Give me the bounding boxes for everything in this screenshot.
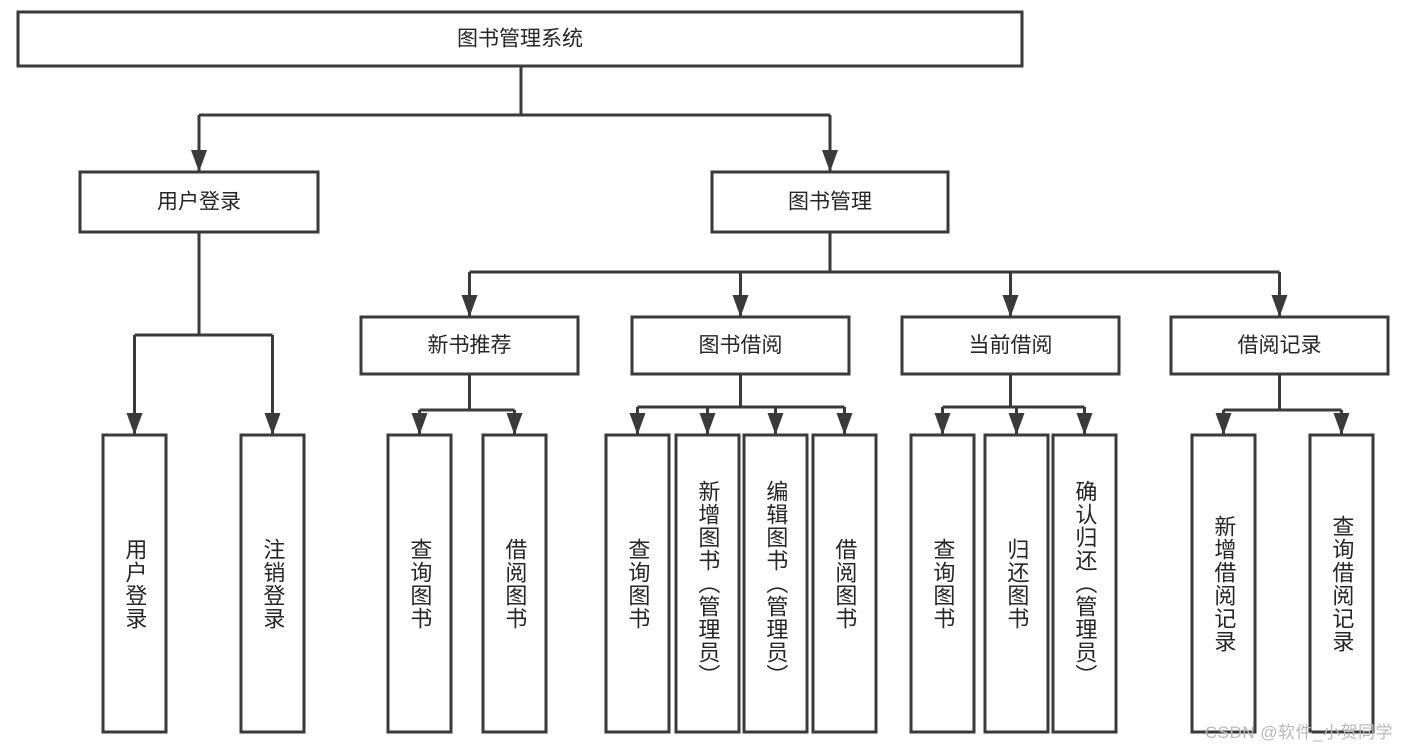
node-book-manage[interactable]: 图书管理	[710, 170, 950, 234]
node-box-book-borrow	[630, 315, 851, 376]
node-label-root: 图书管理系统	[457, 28, 583, 51]
node-current-borrow[interactable]: 当前借阅	[900, 315, 1121, 376]
node-leaf-query-record[interactable]	[1308, 433, 1375, 734]
node-box-leaf-return-book	[983, 433, 1050, 734]
node-box-leaf-borrow-book-2	[811, 433, 878, 734]
node-root[interactable]: 图书管理系统	[16, 10, 1024, 68]
arrow-head-icon	[1215, 413, 1232, 435]
node-label-borrow-record: 借阅记录	[1238, 334, 1322, 357]
arrow-head-icon	[1333, 413, 1350, 435]
node-leaf-query-book-3[interactable]	[909, 433, 976, 734]
node-label-book-borrow: 图书借阅	[699, 334, 783, 357]
node-box-book-manage	[710, 170, 950, 234]
arrow-head-icon	[629, 413, 646, 435]
arrow-head-icon	[732, 295, 749, 317]
node-box-leaf-add-book	[674, 433, 741, 734]
node-box-root	[16, 10, 1024, 68]
node-leaf-query-book-2[interactable]	[604, 433, 671, 734]
node-leaf-user-logout[interactable]	[239, 433, 306, 734]
node-box-current-borrow	[900, 315, 1121, 376]
node-label-current-borrow: 当前借阅	[969, 334, 1053, 357]
node-box-leaf-borrow-book-1	[481, 433, 548, 734]
node-leaf-return-book[interactable]	[983, 433, 1050, 734]
node-box-leaf-edit-book	[742, 433, 809, 734]
node-leaf-query-book-1[interactable]	[386, 433, 453, 734]
arrow-head-icon	[461, 295, 478, 317]
node-leaf-borrow-book-1[interactable]	[481, 433, 548, 734]
node-box-leaf-query-book-3	[909, 433, 976, 734]
arrow-head-icon	[126, 413, 143, 435]
node-borrow-record[interactable]: 借阅记录	[1169, 315, 1390, 376]
node-leaf-add-record[interactable]	[1190, 433, 1257, 734]
node-user-login[interactable]: 用户登录	[78, 170, 320, 234]
node-box-leaf-query-book-1	[386, 433, 453, 734]
arrow-head-icon	[506, 413, 523, 435]
arrow-head-icon	[836, 413, 853, 435]
watermark-label: CSDN @软件_小贺同学	[1204, 723, 1393, 742]
arrow-head-icon	[264, 413, 281, 435]
arrow-head-icon	[699, 413, 716, 435]
node-box-new-book-recommend	[359, 315, 580, 376]
arrow-head-icon	[1008, 413, 1025, 435]
node-label-book-manage: 图书管理	[788, 191, 872, 214]
node-box-leaf-query-book-2	[604, 433, 671, 734]
arrow-head-icon	[767, 413, 784, 435]
node-box-leaf-query-record	[1308, 433, 1375, 734]
arrow-head-icon	[191, 150, 207, 172]
node-book-borrow[interactable]: 图书借阅	[630, 315, 851, 376]
node-label-user-login: 用户登录	[157, 191, 241, 214]
arrow-head-icon	[934, 413, 951, 435]
arrow-head-icon	[1271, 295, 1288, 317]
node-new-book-recommend[interactable]: 新书推荐	[359, 315, 580, 376]
arrow-head-icon	[822, 150, 838, 172]
node-box-leaf-confirm-return	[1051, 433, 1118, 734]
node-box-borrow-record	[1169, 315, 1390, 376]
node-leaf-confirm-return[interactable]	[1051, 433, 1118, 734]
node-box-leaf-add-record	[1190, 433, 1257, 734]
arrow-head-icon	[1076, 413, 1093, 435]
node-box-leaf-user-login	[101, 433, 168, 734]
node-leaf-user-login[interactable]	[101, 433, 168, 734]
node-leaf-borrow-book-2[interactable]	[811, 433, 878, 734]
arrow-head-icon	[411, 413, 428, 435]
arrow-head-icon	[1002, 295, 1019, 317]
node-label-new-book-recommend: 新书推荐	[428, 334, 512, 357]
node-leaf-edit-book[interactable]	[742, 433, 809, 734]
node-leaf-add-book[interactable]	[674, 433, 741, 734]
node-box-leaf-user-logout	[239, 433, 306, 734]
